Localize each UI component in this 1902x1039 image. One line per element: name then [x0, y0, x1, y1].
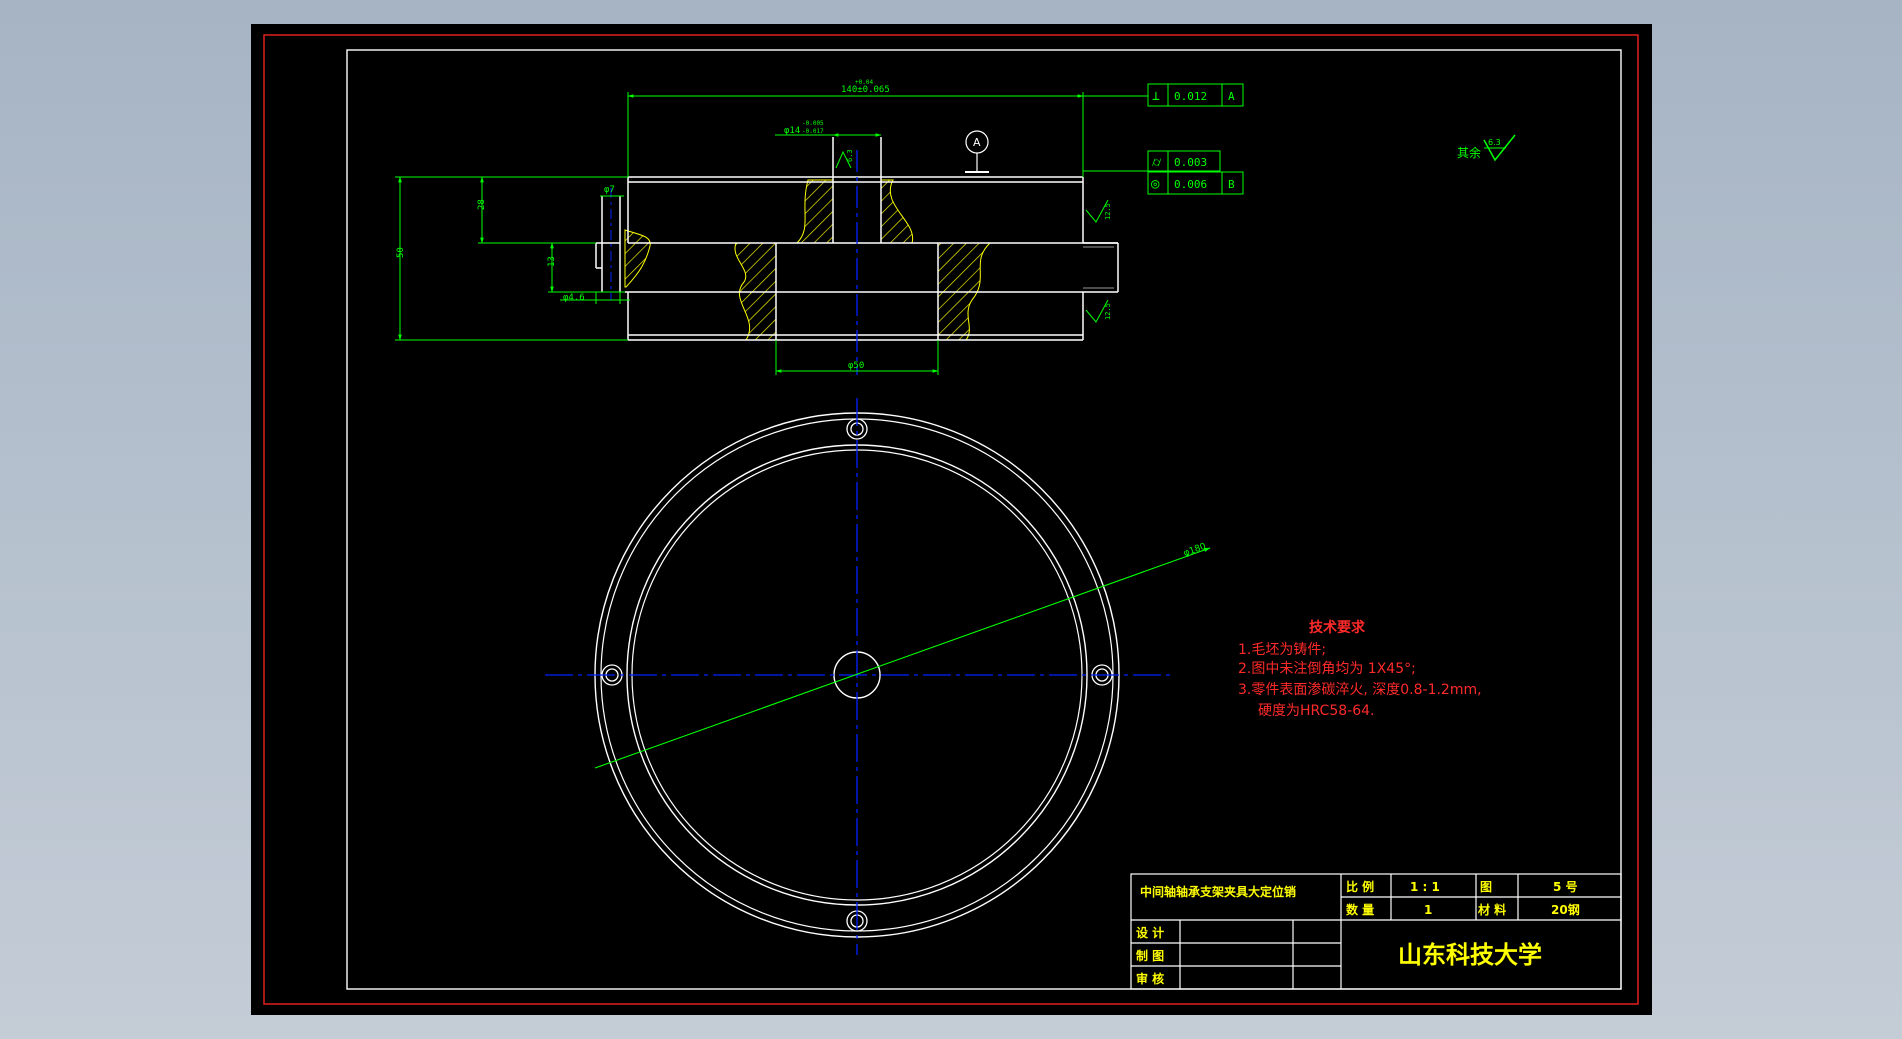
rest-roughness-label: 其余 — [1457, 145, 1481, 160]
design-label: 设 计 — [1136, 925, 1164, 940]
tech-req-item-2: 2.图中未注倒角均为 1X45°; — [1238, 661, 1416, 677]
dim-phi14-lower: -0.017 — [802, 128, 824, 135]
material-value: 20钢 — [1551, 902, 1580, 917]
rest-roughness: 其余 6.3 — [1457, 134, 1516, 162]
title-block: 中间轴轴承支架夹具大定位销 比 例 1 : 1 图 5 号 数 量 1 材 料 … — [1130, 873, 1622, 990]
tech-req-item-1: 1.毛坯为铸件; — [1238, 642, 1326, 658]
outer-red-border — [263, 34, 1639, 1005]
section-view — [595, 137, 1119, 375]
gdt-concentricity-value: 0.006 — [1174, 178, 1207, 191]
gdt-cylindricity-symbol: ⌭ — [1152, 155, 1162, 170]
sheet-value: 5 号 — [1553, 879, 1578, 894]
gdt-cylindricity-value: 0.003 — [1174, 156, 1207, 169]
part-name: 中间轴轴承支架夹具大定位销 — [1140, 884, 1296, 899]
dimension-texts: 140±0.065 +0.04 φ14 -0.005 -0.017 φ7 φ4.… — [396, 79, 1112, 371]
roughness-12-5-right-upper: 12.5 — [1104, 203, 1112, 220]
dim-height-13: 13 — [547, 256, 557, 267]
hatch-left-flange — [624, 229, 651, 288]
dim-height-28: 28 — [477, 199, 487, 210]
gdt-perpendicularity-value: 0.012 — [1174, 90, 1207, 103]
tech-req-item-3: 3.零件表面渗碳淬火, 深度0.8-1.2mm, — [1238, 682, 1482, 698]
gdt-concentricity-datum: B — [1228, 178, 1235, 191]
review-label: 审 核 — [1136, 971, 1164, 986]
dim-phi4-6: φ4.6 — [563, 293, 585, 303]
datum-a — [965, 130, 989, 173]
qty-label: 数 量 — [1346, 902, 1374, 917]
dim-phi14-upper: -0.005 — [802, 120, 824, 127]
dim-height-50: 50 — [396, 247, 406, 258]
scale-value: 1 : 1 — [1410, 880, 1440, 894]
gdt-concentricity-symbol: ◎ — [1151, 176, 1160, 192]
gdt-perpendicularity-datum: A — [1228, 90, 1235, 103]
dim-phi7: φ7 — [604, 185, 615, 195]
tech-req-item-4: 硬度为HRC58-64. — [1258, 703, 1374, 719]
draw-label: 制 图 — [1136, 948, 1164, 963]
material-label: 材 料 — [1477, 902, 1506, 917]
inner-frame — [346, 49, 1622, 990]
datum-a-label: A — [973, 136, 981, 149]
sheet-label: 图 — [1480, 880, 1492, 894]
rest-roughness-value: 6.3 — [1488, 138, 1501, 147]
gdt-frames: ⊥ 0.012 A ⌭ 0.003 ◎ 0.006 B — [1147, 83, 1244, 195]
tech-req-title: 技术要求 — [1309, 619, 1366, 636]
dim-phi50: φ50 — [848, 361, 864, 371]
plan-view: φ180 — [545, 398, 1211, 955]
technical-requirements: 技术要求 1.毛坯为铸件; 2.图中未注倒角均为 1X45°; 3.零件表面渗碳… — [1238, 619, 1482, 719]
gdt-perpendicularity-symbol: ⊥ — [1152, 89, 1160, 104]
dimension-lines — [395, 92, 1148, 375]
school-name: 山东科技大学 — [1398, 941, 1542, 969]
qty-value: 1 — [1424, 903, 1432, 917]
diameter-leader — [594, 547, 1211, 769]
scale-label: 比 例 — [1346, 879, 1374, 894]
roughness-12-5-right-lower: 12.5 — [1104, 303, 1112, 320]
dim-140-tol: +0.04 — [855, 79, 873, 86]
roughness-6-3-bore: 6.3 — [846, 149, 854, 162]
dim-phi14: φ14 — [784, 126, 800, 136]
drawing-sheet — [251, 24, 1652, 1015]
dim-140: 140±0.065 — [841, 85, 890, 95]
